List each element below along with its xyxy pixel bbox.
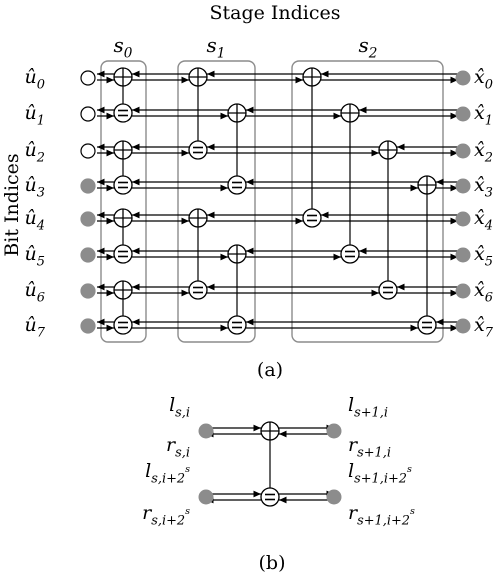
pe-left-node-top [198, 423, 214, 439]
xor-node-s0-0 [113, 67, 133, 87]
pe-right-node-bottom [326, 489, 342, 505]
equality-node-s2-6 [378, 280, 398, 300]
input-label-6: û6 [25, 279, 45, 305]
equality-node-s0-7 [113, 315, 133, 335]
stage-box-0 [100, 60, 147, 343]
xor-node-s2-2 [378, 140, 398, 160]
pe-left-label-2: ls,i+2s [145, 460, 190, 486]
processing-element-panel: ls,i rs,ils,i+2s rs,i+2s ls+1,i rs+1,ils+1,i… [142, 394, 415, 528]
factor-graph-panel: s0 s1 s2 û0 û1 û2 û3 û4 û5 û6 û7 x̂0 x̂1 x̂2 x̂3 x̂4 x̂5… [25, 33, 494, 343]
input-label-3: û3 [25, 174, 45, 200]
input-label-0: û0 [25, 66, 45, 92]
output-label-5: x̂5 [474, 243, 493, 269]
input-node-7 [80, 318, 96, 334]
pe-left-label-0: ls,i [169, 394, 190, 420]
output-label-0: x̂0 [474, 66, 493, 92]
equality-node-s1-7 [227, 315, 247, 335]
xor-node-s1-4 [188, 208, 208, 228]
input-label-1: û1 [25, 102, 45, 128]
output-node-6 [455, 283, 471, 299]
pe-left-node-bottom [198, 489, 214, 505]
xor-node-s1-5 [227, 244, 247, 264]
pe-xor-node [260, 421, 280, 441]
stage-indices-title: Stage Indices [209, 2, 340, 24]
caption-a: (a) [257, 359, 283, 381]
equality-node-s1-6 [188, 280, 208, 300]
xor-node-s2-1 [340, 103, 360, 123]
output-node-7 [455, 318, 471, 334]
output-node-2 [455, 143, 471, 159]
pe-right-node-top [326, 423, 342, 439]
equality-node-s2-7 [417, 315, 437, 335]
output-node-1 [455, 106, 471, 122]
xor-node-s2-0 [302, 67, 322, 87]
equality-node-s0-3 [113, 175, 133, 195]
pe-right-label-1: rs+1,i [348, 434, 391, 460]
caption-b: (b) [259, 552, 286, 574]
equality-node-s0-5 [113, 244, 133, 264]
xor-node-s0-6 [113, 280, 133, 300]
pe-right-label-2: ls+1,i+2s [348, 460, 412, 486]
pe-left-label-1: rs,i [166, 434, 190, 460]
input-label-7: û7 [25, 314, 46, 340]
input-node-4 [80, 211, 96, 227]
equality-node-s1-3 [227, 175, 247, 195]
stage-box-1 [177, 60, 256, 343]
input-node-2 [80, 143, 96, 159]
equality-node-s2-4 [302, 208, 322, 228]
input-node-3 [80, 178, 96, 194]
input-node-1 [80, 106, 96, 122]
pe-right-label-3: rs+1,i+2s [348, 502, 415, 528]
output-node-3 [455, 178, 471, 194]
input-label-4: û4 [25, 207, 45, 233]
input-node-6 [80, 283, 96, 299]
pe-left-label-3: rs,i+2s [142, 502, 190, 528]
output-label-1: x̂1 [474, 102, 493, 128]
output-label-6: x̂6 [474, 279, 493, 305]
stage-label-1: s1 [207, 33, 226, 62]
equality-node-s2-5 [340, 244, 360, 264]
output-label-7: x̂7 [474, 314, 494, 340]
bit-indices-label: Bit Indices [1, 153, 23, 256]
output-node-5 [455, 247, 471, 263]
input-label-2: û2 [25, 139, 45, 165]
xor-node-s1-1 [227, 103, 247, 123]
input-label-5: û5 [25, 243, 45, 269]
output-node-4 [455, 211, 471, 227]
stage-box-2 [291, 60, 444, 343]
input-node-5 [80, 247, 96, 263]
pe-equality-node [260, 487, 280, 507]
xor-node-s0-2 [113, 140, 133, 160]
output-label-4: x̂4 [474, 207, 493, 233]
stage-label-2: s2 [359, 33, 378, 62]
output-label-3: x̂3 [474, 174, 493, 200]
equality-node-s0-1 [113, 103, 133, 123]
xor-node-s1-0 [188, 67, 208, 87]
input-node-0 [80, 70, 96, 86]
output-label-2: x̂2 [474, 139, 493, 165]
xor-node-s0-4 [113, 208, 133, 228]
xor-node-s2-3 [417, 175, 437, 195]
pe-right-label-0: ls+1,i [348, 394, 388, 420]
equality-node-s1-2 [188, 140, 208, 160]
stage-label-0: s0 [114, 33, 133, 62]
output-node-0 [455, 70, 471, 86]
